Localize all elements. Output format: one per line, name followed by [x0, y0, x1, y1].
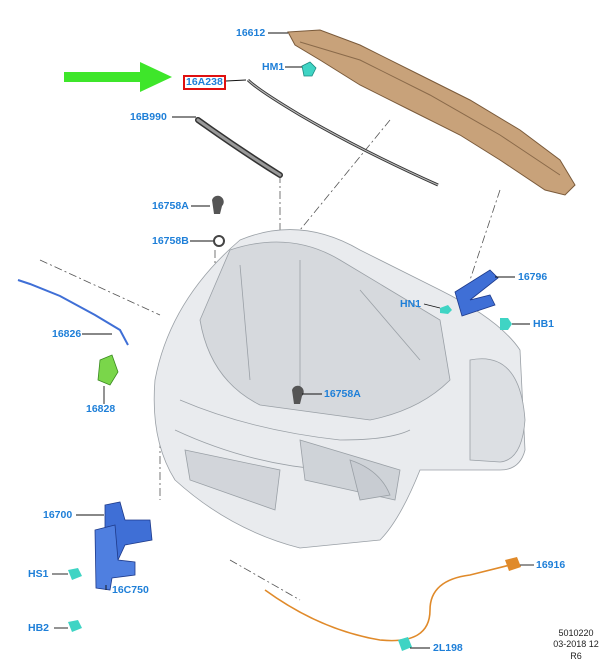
- hb2-bolt: [68, 620, 82, 632]
- vehicle-front-body: [153, 229, 526, 549]
- clip-2l198: [398, 637, 412, 651]
- label-hn1: HN1: [400, 298, 422, 310]
- bracket-16828: [97, 354, 119, 386]
- label-hm1: HM1: [262, 61, 285, 73]
- label-16758b: 16758B: [152, 235, 189, 247]
- label-16612: 16612: [236, 27, 266, 39]
- label-hb1: HB1: [533, 318, 555, 330]
- highlight-arrow: [64, 62, 172, 92]
- label-2l198: 2L198: [433, 642, 463, 654]
- reference-number: 5010220: [558, 628, 594, 638]
- hn1-clip: [440, 305, 452, 314]
- reference-revision: R6: [570, 651, 582, 661]
- bumper-16758a-mid: [292, 385, 304, 404]
- release-16c750: [94, 524, 136, 591]
- label-hb2: HB2: [28, 622, 50, 634]
- hs1-clip: [68, 568, 82, 580]
- bumper-16758a-top: [212, 195, 224, 214]
- label-16758a-mid: 16758A: [324, 388, 361, 400]
- hinge-16796: [454, 269, 499, 317]
- label-16a238: 16A238: [183, 75, 226, 90]
- label-hs1: HS1: [28, 568, 49, 580]
- label-16916: 16916: [536, 559, 566, 571]
- prop-rod-16826: [17, 279, 129, 346]
- label-16826: 16826: [52, 328, 82, 340]
- reference-date: 03-2018 12: [553, 639, 599, 649]
- cable-bracket: [505, 557, 521, 571]
- hood-insulator-ridge: [299, 41, 561, 176]
- hood-insulator: [287, 29, 576, 196]
- label-16b990: 16B990: [130, 111, 167, 123]
- label-16758a-top: 16758A: [152, 200, 189, 212]
- grommet-16758b: [213, 235, 225, 247]
- release-cable-16916: [264, 564, 511, 642]
- hm1-clip: [301, 61, 317, 77]
- hb1-bolt: [500, 318, 512, 330]
- callout-lines: [52, 32, 534, 649]
- label-16c750: 16C750: [112, 584, 149, 596]
- label-16700: 16700: [43, 509, 73, 521]
- label-16828: 16828: [86, 403, 116, 415]
- label-16796: 16796: [518, 271, 548, 283]
